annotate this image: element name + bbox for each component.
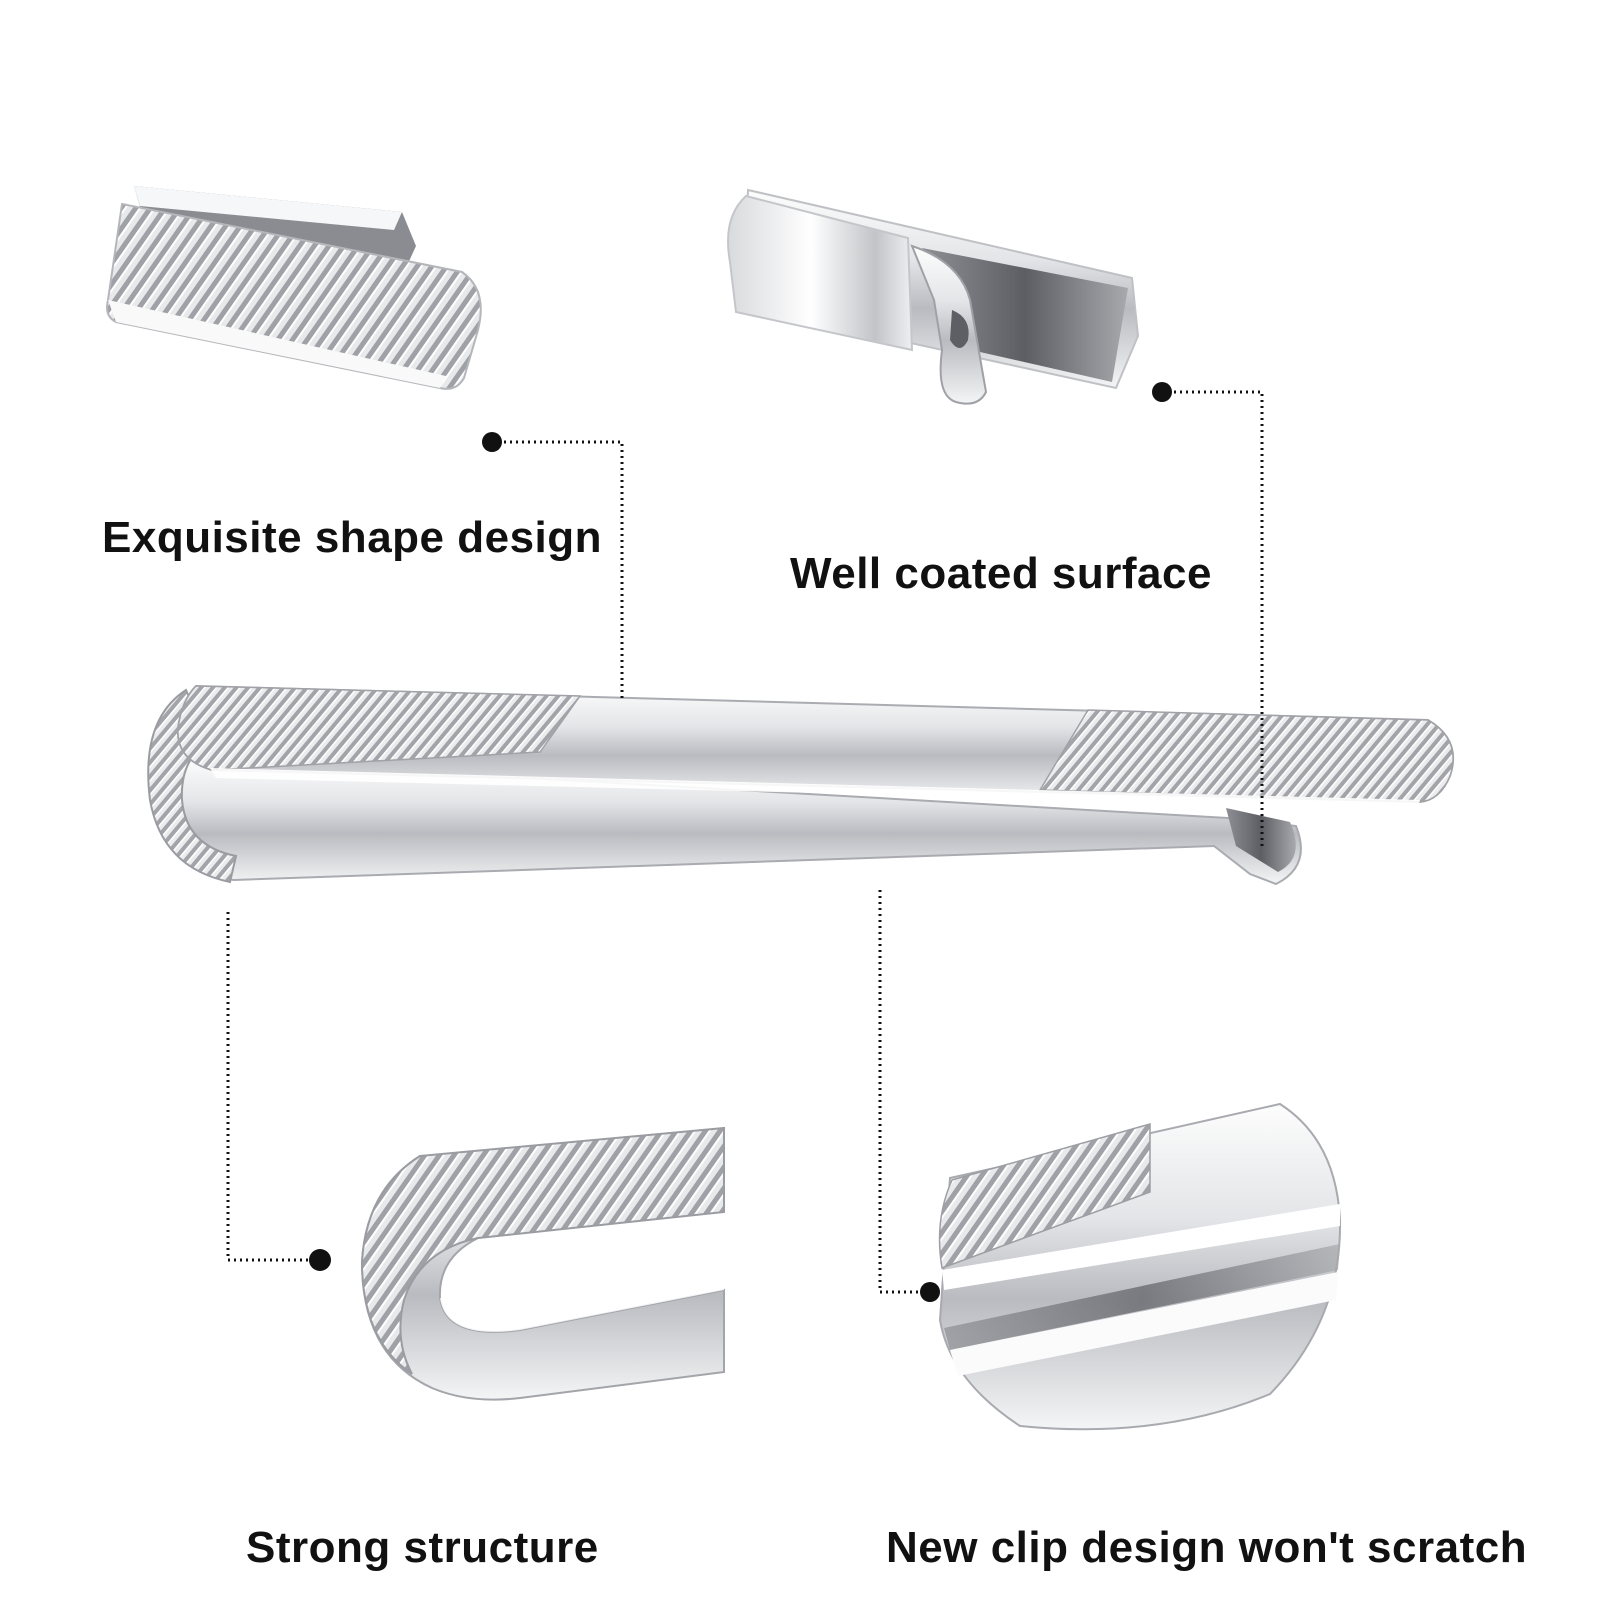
leader-lines [226,390,1264,1294]
detail-smooth-surface [727,188,1140,405]
leader-structure [226,910,320,1262]
leader-dots [309,382,1172,1302]
detail-clip-end [938,1102,1342,1431]
leader-clip [878,886,930,1294]
leader-dot-structure [309,1249,331,1271]
label-strong-structure: Strong structure [246,1523,599,1572]
leader-surface [1162,390,1264,846]
leader-dot-surface [1152,382,1172,402]
leader-shape [492,440,624,702]
detail-ribbed-end [106,186,482,390]
detail-loop-structure [360,1126,725,1401]
leader-dot-clip [920,1282,940,1302]
label-exquisite-shape: Exquisite shape design [102,513,603,562]
leader-dot-shape [482,432,502,452]
tie-clip-main [147,684,1455,886]
label-clip-design: New clip design won't scratch [886,1523,1528,1572]
label-coated-surface: Well coated surface [790,549,1212,598]
